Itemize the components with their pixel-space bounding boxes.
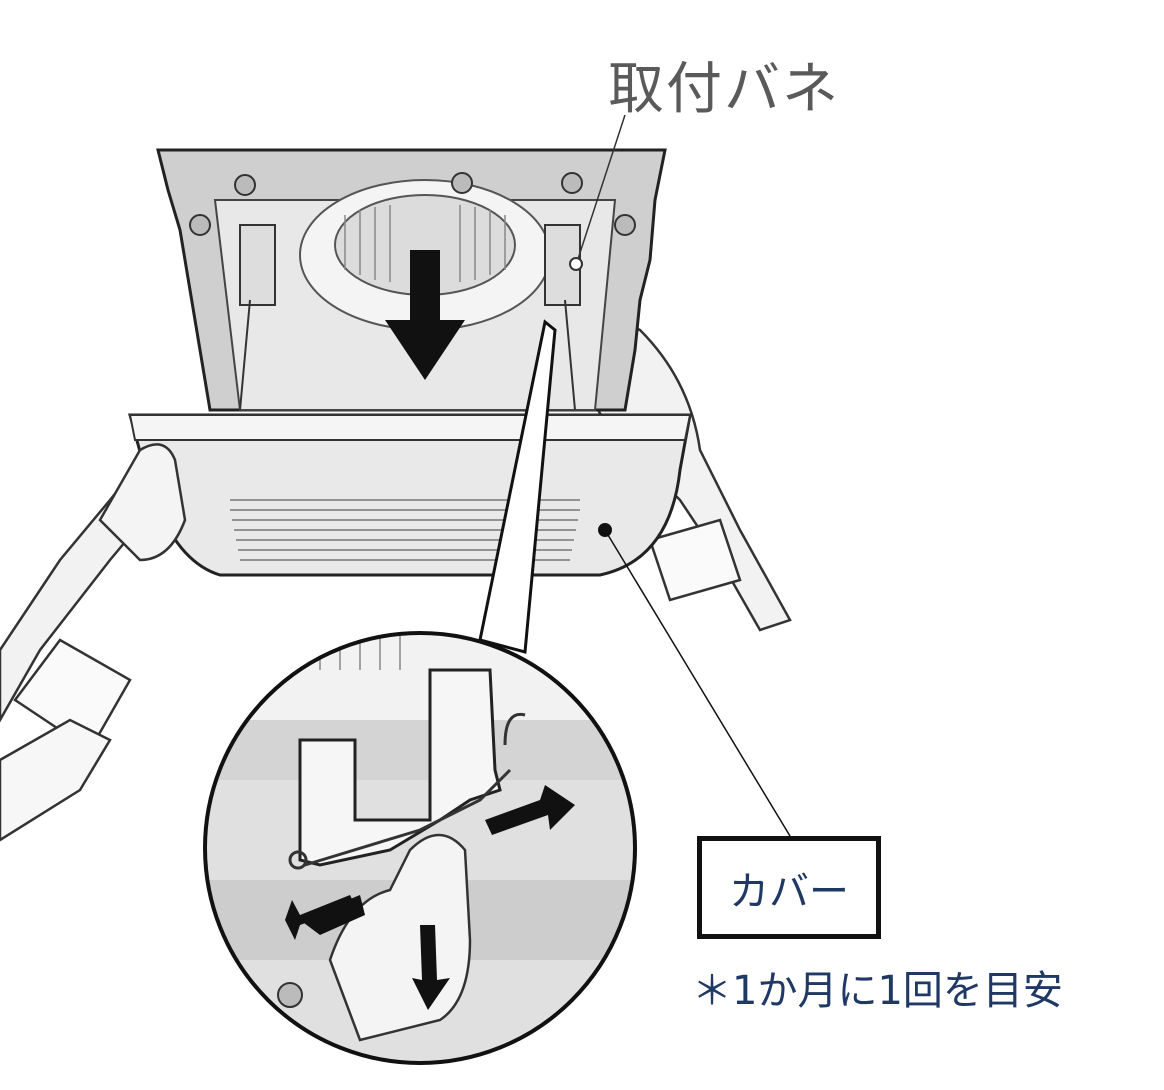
spring-clips: [239, 224, 581, 411]
down-arrow-icon: [385, 250, 465, 380]
left-hand: [98, 443, 187, 562]
zoom-cone: [478, 319, 557, 654]
push-arrow-right-icon: [485, 785, 575, 835]
spring-label: 取付バネ: [608, 57, 840, 122]
cover-leader-line: [604, 529, 791, 837]
spring-leader-line: [576, 114, 626, 263]
cover-label: カバー: [729, 868, 849, 915]
cover-label-box: カバー: [697, 836, 881, 939]
frequency-note: ＊1か月に1回を目安: [692, 968, 1063, 1014]
pull-down-arrow-icon: [412, 925, 450, 1010]
cover: [128, 413, 692, 577]
magnified-detail: [203, 631, 637, 1065]
